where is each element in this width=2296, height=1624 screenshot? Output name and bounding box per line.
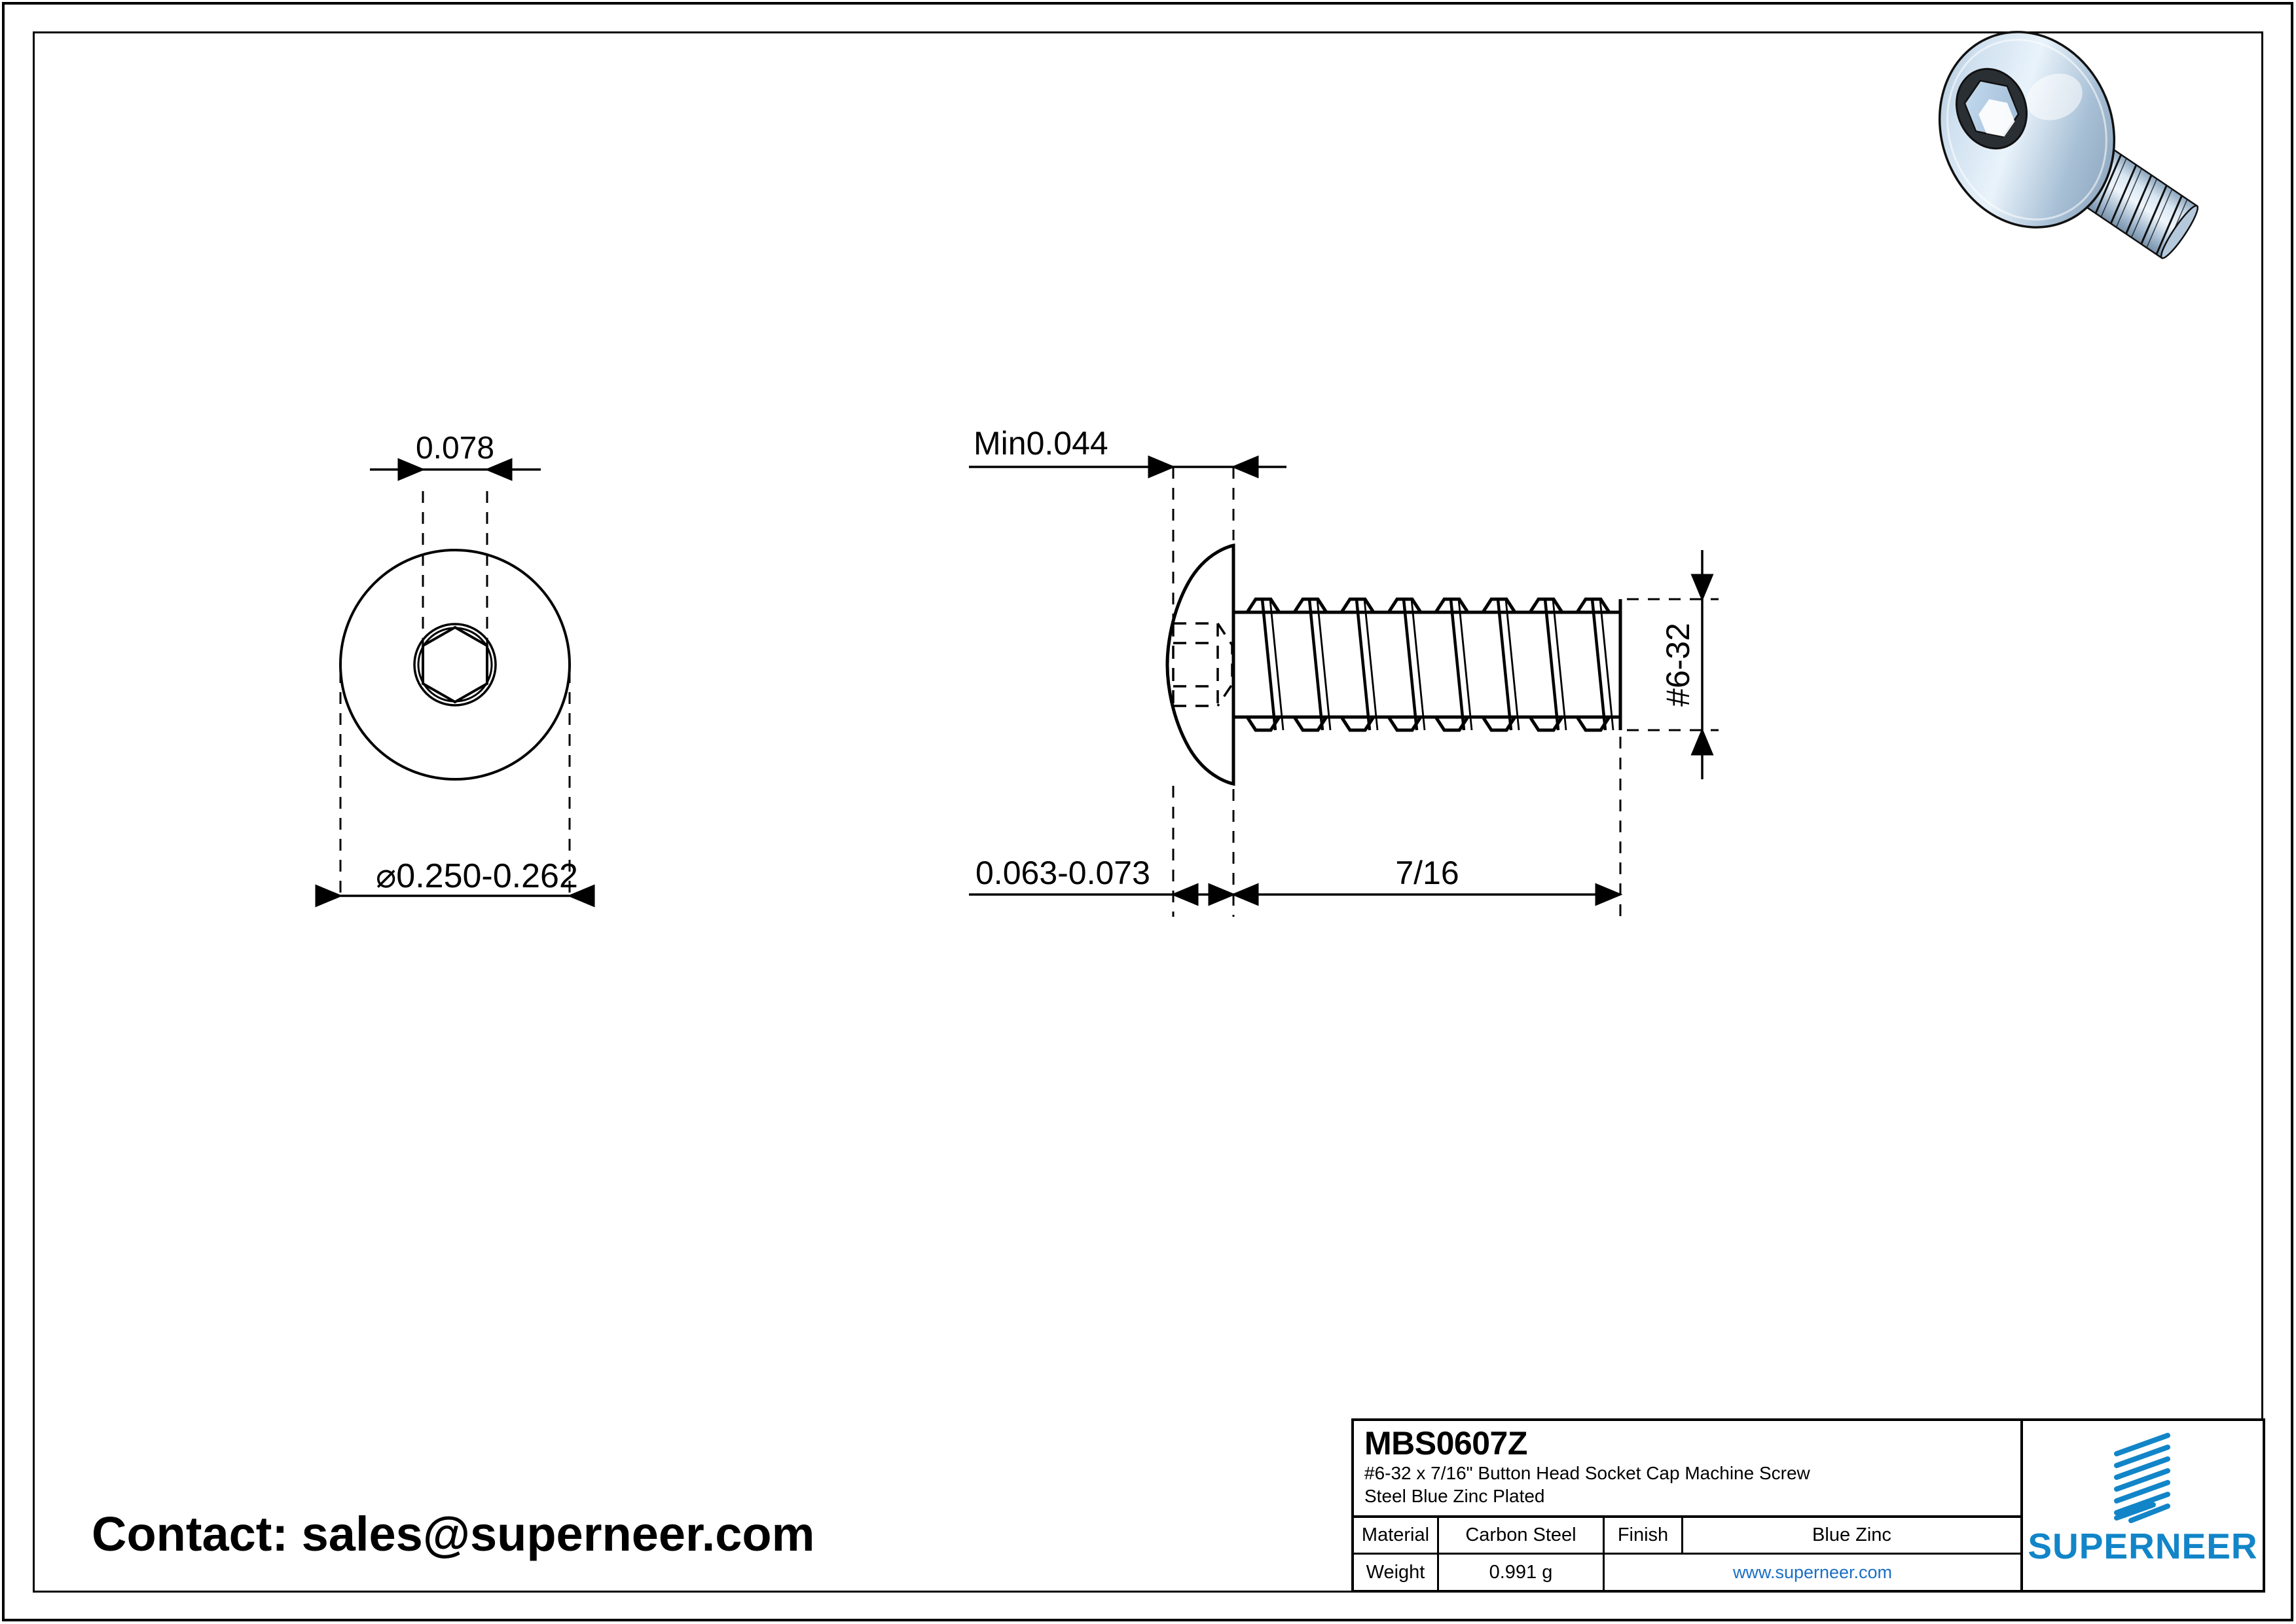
weight-url-row: Weight 0.991 g www.superneer.com bbox=[1354, 1555, 2020, 1590]
hex-socket bbox=[1955, 67, 2028, 150]
screw-head bbox=[1938, 31, 2116, 229]
part-number: MBS0607Z bbox=[1364, 1425, 1527, 1462]
description-line-1: #6-32 x 7/16" Button Head Socket Cap Mac… bbox=[1364, 1463, 1810, 1483]
finish-value: Blue Zinc bbox=[1812, 1524, 1891, 1545]
brand-logo-area: SUPERNEER bbox=[2023, 1421, 2263, 1590]
material-finish-row: Material Carbon Steel Finish Blue Zinc bbox=[1354, 1518, 2020, 1555]
sheet-inner-border bbox=[33, 31, 2263, 1593]
material-value: Carbon Steel bbox=[1439, 1518, 1605, 1553]
weight-value: 0.991 g bbox=[1439, 1555, 1605, 1590]
weight-label: Weight bbox=[1354, 1555, 1439, 1590]
screw-3d-render-icon bbox=[1938, 31, 2199, 259]
material-label: Material bbox=[1354, 1518, 1439, 1553]
description-line-2: Steel Blue Zinc Plated bbox=[1364, 1486, 1545, 1506]
contact-email-text: Contact: sales@superneer.com bbox=[92, 1507, 815, 1561]
website-link[interactable]: www.superneer.com bbox=[1732, 1562, 1893, 1582]
brand-wordmark: SUPERNEER bbox=[2028, 1526, 2258, 1566]
finish-label: Finish bbox=[1605, 1518, 1683, 1553]
title-block: MBS0607Z #6-32 x 7/16" Button Head Socke… bbox=[1351, 1418, 2265, 1593]
title-block-left: MBS0607Z #6-32 x 7/16" Button Head Socke… bbox=[1354, 1421, 2023, 1590]
superneer-logo-icon bbox=[2114, 1433, 2170, 1523]
title-block-description: MBS0607Z #6-32 x 7/16" Button Head Socke… bbox=[1354, 1421, 2020, 1518]
